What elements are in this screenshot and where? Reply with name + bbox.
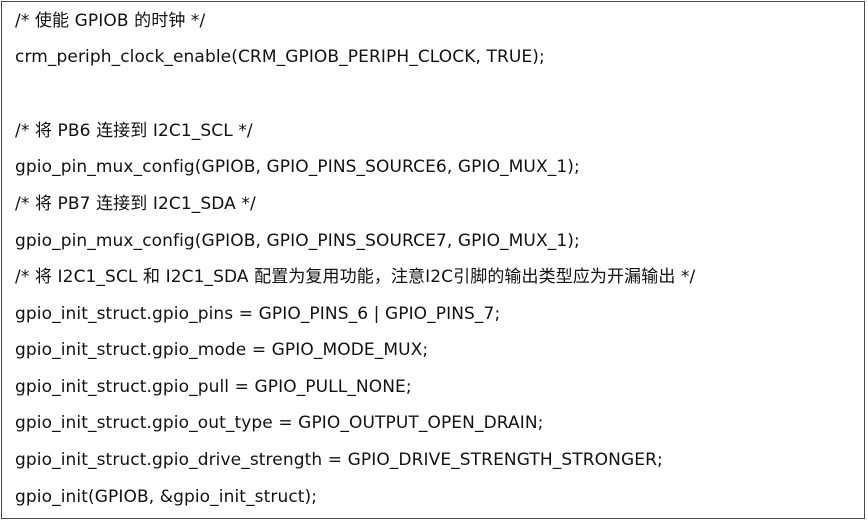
code-line-mux-config-pb6: gpio_pin_mux_config(GPIOB, GPIO_PINS_SOU… bbox=[15, 157, 580, 177]
code-line-gpio-drive-strength: gpio_init_struct.gpio_drive_strength = G… bbox=[15, 450, 663, 470]
code-line-gpio-init: gpio_init(GPIOB, &gpio_init_struct); bbox=[15, 487, 318, 507]
code-line-gpio-mode: gpio_init_struct.gpio_mode = GPIO_MODE_M… bbox=[15, 340, 429, 360]
code-line-gpio-pull: gpio_init_struct.gpio_pull = GPIO_PULL_N… bbox=[15, 377, 412, 397]
code-line-clock-enable: crm_periph_clock_enable(CRM_GPIOB_PERIPH… bbox=[15, 47, 545, 67]
code-line-comment-pb7: /* 将 PB7 连接到 I2C1_SDA */ bbox=[15, 194, 256, 214]
code-line-comment-config: /* 将 I2C1_SCL 和 I2C1_SDA 配置为复用功能，注意I2C引脚… bbox=[15, 267, 696, 287]
code-line-gpio-pins: gpio_init_struct.gpio_pins = GPIO_PINS_6… bbox=[15, 304, 501, 324]
code-line-comment-enable-clock: /* 使能 GPIOB 的时钟 */ bbox=[15, 11, 206, 31]
code-line-comment-pb6: /* 将 PB6 连接到 I2C1_SCL */ bbox=[15, 121, 253, 141]
code-line-mux-config-pb7: gpio_pin_mux_config(GPIOB, GPIO_PINS_SOU… bbox=[15, 231, 580, 251]
code-line-gpio-out-type: gpio_init_struct.gpio_out_type = GPIO_OU… bbox=[15, 413, 544, 433]
